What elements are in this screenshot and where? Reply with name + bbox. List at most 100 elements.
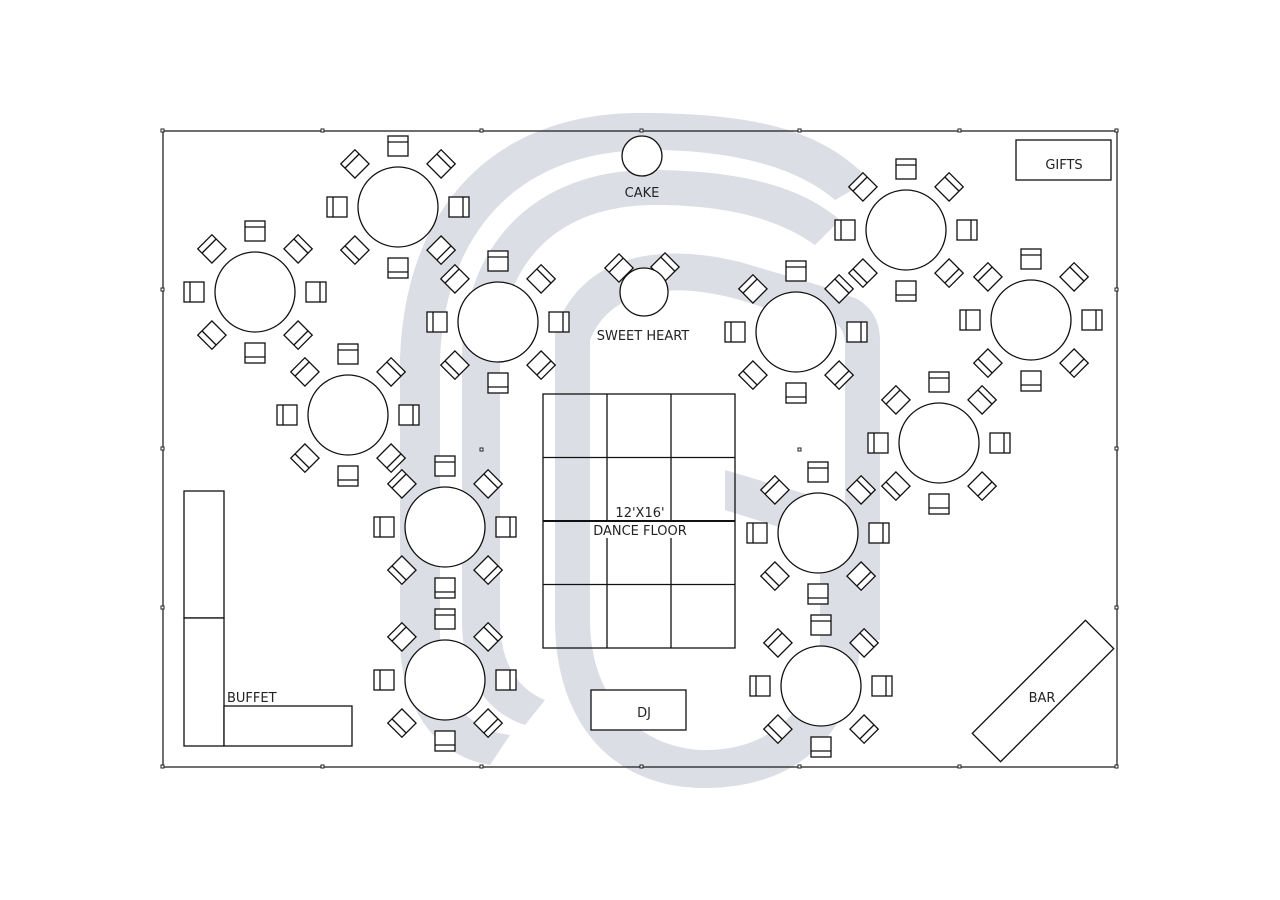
round-table-8[interactable] [959,248,1103,392]
chair-icon [426,235,457,266]
round-table-5[interactable] [373,455,517,599]
chair-icon [846,321,868,343]
round-table-11[interactable] [746,461,890,605]
chair-icon [376,356,407,387]
chair-icon [337,343,359,365]
chair-icon [724,321,746,343]
chair-icon [439,263,470,294]
chair-icon [956,219,978,241]
buffet-tables[interactable]: BUFFET [183,490,353,747]
chair-icon [373,516,395,538]
chair-icon [244,220,266,242]
chair-icon [1020,248,1042,270]
round-table-4[interactable] [276,343,420,487]
chair-icon [934,258,965,289]
chair-icon [289,443,320,474]
chair-icon [289,356,320,387]
chair-icon [386,621,417,652]
chair-icon [762,627,793,658]
chair-icon [959,309,981,331]
table-top [214,251,296,333]
gifts-table[interactable]: GIFTS [1015,139,1112,181]
chair-icon [434,608,456,630]
tent-pole-markers [160,128,1119,769]
chair-icon [989,432,1011,454]
chair-icon [849,627,880,658]
round-table-3[interactable] [426,250,570,394]
chair-icon [846,474,877,505]
chair-icon [810,736,832,758]
chair-icon [746,522,768,544]
chair-icon [737,360,768,391]
chair-icon [387,257,409,279]
chair-icon [759,561,790,592]
chair-icon [880,471,911,502]
dance-floor[interactable] [542,393,736,649]
chair-icon [749,675,771,697]
chair-icon [473,555,504,586]
chair-icon [526,263,557,294]
chair-icon [868,522,890,544]
chair-icon [847,258,878,289]
chair-icon [473,468,504,499]
round-table-9[interactable] [724,260,868,404]
round-table-12[interactable] [749,614,893,758]
chair-icon [398,404,420,426]
round-table-6[interactable] [373,608,517,752]
table-top [780,645,862,727]
chair-icon [373,669,395,691]
chair-icon [283,233,314,264]
chair-icon [448,196,470,218]
chair-icon [849,714,880,745]
chair-icon [603,252,635,284]
chair-icon [473,621,504,652]
dance-floor-label: 12'X16' DANCE FLOOR [592,504,688,539]
table-top [307,374,389,456]
chair-icon [972,261,1003,292]
dj-label: DJ [637,706,651,721]
chair-icon [810,614,832,636]
chair-icon [928,371,950,393]
chair-icon [807,583,829,605]
cake-table[interactable]: CAKE [621,135,663,201]
chair-icon [807,461,829,483]
chair-icon [895,280,917,302]
sweetheart-table[interactable]: SWEET HEART [597,251,690,344]
chair-icon [548,311,570,333]
chair-icon [824,360,855,391]
chair-icon [439,350,470,381]
chair-icon [1059,261,1090,292]
chair-icon [376,443,407,474]
chair-icon [785,260,807,282]
table-top [865,189,947,271]
round-table-2[interactable] [326,135,470,279]
chair-icon [1020,370,1042,392]
chair-icon [196,233,227,264]
chair-icon [867,432,889,454]
chair-icon [824,273,855,304]
bar-table[interactable]: BAR [971,619,1115,763]
chair-icon [967,384,998,415]
chair-icon [305,281,327,303]
dance-floor-size-label: 12'X16' [615,506,664,521]
chair-icon [244,342,266,364]
round-table-10[interactable] [867,371,1011,515]
dj-table[interactable]: DJ [590,689,687,731]
dance-floor-name-label: DANCE FLOOR [593,524,687,539]
chair-icon [834,219,856,241]
table-top [357,166,439,248]
chair-icon [846,561,877,592]
chair-icon [326,196,348,218]
cake-label: CAKE [625,186,660,201]
buffet-label: BUFFET [227,691,277,706]
guest-tables [183,135,1103,758]
chair-icon [487,250,509,272]
sweetheart-label: SWEET HEART [597,329,690,344]
round-table-7[interactable] [834,158,978,302]
chair-icon [434,577,456,599]
chair-icon [871,675,893,697]
chair-icon [934,171,965,202]
chair-icon [847,171,878,202]
chair-icon [183,281,205,303]
round-table-1[interactable] [183,220,327,364]
